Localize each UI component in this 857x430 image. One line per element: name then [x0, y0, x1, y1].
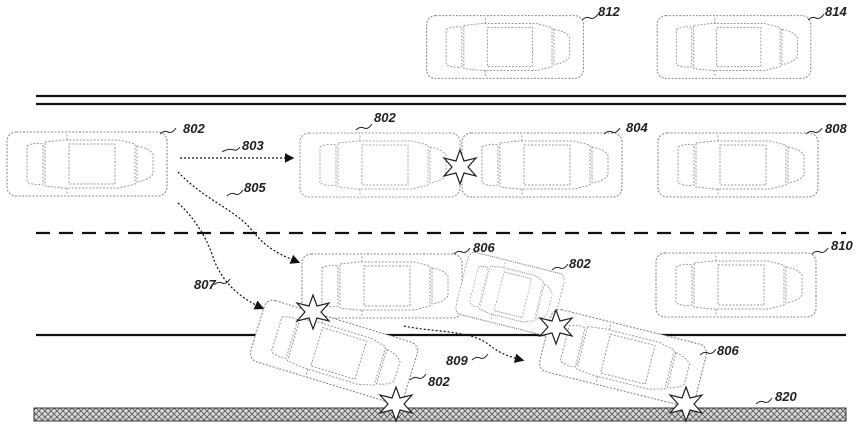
leader-809 — [471, 353, 489, 361]
label-803: 803 — [242, 138, 264, 153]
label-807: 807 — [194, 277, 216, 292]
vehicle-806-top — [301, 253, 463, 319]
vehicle-812 — [426, 15, 584, 79]
leader-808 — [805, 127, 823, 135]
label-806-top: 806 — [473, 240, 495, 255]
label-802-ghost: 802 — [374, 110, 396, 125]
barrier — [33, 407, 847, 422]
vehicle-804 — [461, 132, 623, 198]
leader-812 — [581, 13, 599, 21]
label-804: 804 — [626, 120, 648, 135]
path-807 — [177, 202, 265, 310]
leader-803 — [221, 146, 241, 153]
path-805 — [177, 171, 301, 264]
vehicle-814 — [656, 15, 812, 79]
label-806-bottom: 806 — [717, 343, 739, 358]
label-809: 809 — [446, 353, 468, 368]
label-802-bottom: 802 — [428, 374, 450, 389]
label-812: 812 — [598, 4, 620, 19]
vehicle-802-start — [6, 131, 168, 197]
vehicle-810 — [655, 252, 817, 318]
leader-806-bottom — [699, 348, 717, 356]
leader-814 — [807, 13, 825, 21]
leader-802-bottom — [409, 373, 427, 381]
label-805: 805 — [244, 180, 266, 195]
leader-807 — [213, 278, 231, 286]
vehicle-802-ghost — [299, 132, 461, 198]
label-808: 808 — [825, 121, 847, 136]
label-814: 814 — [825, 4, 847, 19]
leader-804 — [603, 127, 621, 135]
label-820: 820 — [775, 389, 797, 404]
leader-806-top — [453, 247, 471, 255]
vehicle-808 — [657, 132, 819, 198]
leader-805 — [226, 189, 244, 197]
leader-810 — [811, 247, 829, 255]
leader-802-right — [551, 263, 569, 271]
leader-802-ghost — [355, 123, 373, 131]
leader-820 — [755, 397, 773, 405]
label-802-right: 802 — [569, 256, 591, 271]
label-802-start: 802 — [183, 121, 205, 136]
label-810: 810 — [831, 238, 853, 253]
leader-802-start — [159, 127, 177, 135]
